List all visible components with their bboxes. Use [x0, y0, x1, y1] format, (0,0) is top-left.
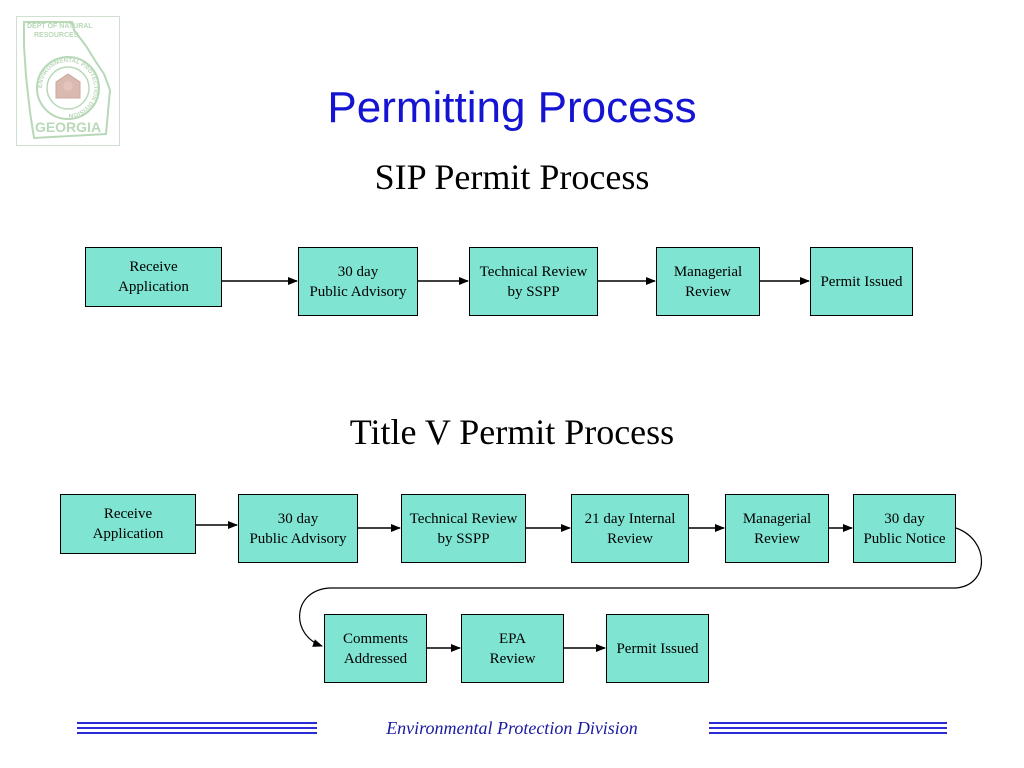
sip-step-receive-application: Receive Application [85, 247, 222, 307]
titlev-step-comments-addressed: Comments Addressed [324, 614, 427, 683]
sip-step-technical-review: Technical Review by SSPP [469, 247, 598, 316]
sip-step-managerial-review: Managerial Review [656, 247, 760, 316]
georgia-epd-logo: DEPT OF NATURAL RESOURCES GEORGIA ENVIRO… [16, 16, 120, 146]
footer-rule-left [77, 722, 317, 734]
sip-heading: SIP Permit Process [374, 157, 650, 197]
logo-top-line1: DEPT OF NATURAL [27, 23, 93, 30]
slide-title: Permitting Process [327, 83, 697, 132]
titlev-step-receive-application: Receive Application [60, 494, 196, 554]
titlev-step-managerial-review: Managerial Review [725, 494, 829, 563]
sip-step-public-advisory: 30 day Public Advisory [298, 247, 418, 316]
titlev-connector-arrow [299, 527, 982, 647]
titlev-step-technical-review: Technical Review by SSPP [401, 494, 526, 563]
logo-top-line2: RESOURCES [34, 32, 79, 39]
titlev-step-internal-review: 21 day Internal Review [571, 494, 689, 563]
titlev-heading: Title V Permit Process [349, 412, 675, 452]
titlev-step-epa-review: EPA Review [461, 614, 564, 683]
titlev-step-public-advisory: 30 day Public Advisory [238, 494, 358, 563]
titlev-step-public-notice: 30 day Public Notice [853, 494, 956, 563]
sip-step-permit-issued: Permit Issued [810, 247, 913, 316]
logo-bottom-text: GEORGIA [35, 119, 101, 135]
georgia-state-seal-icon: DEPT OF NATURAL RESOURCES GEORGIA ENVIRO… [16, 16, 120, 146]
titlev-step-permit-issued: Permit Issued [606, 614, 709, 683]
footer-division-name: Environmental Protection Division [386, 718, 638, 738]
footer-rule-right [709, 722, 947, 734]
